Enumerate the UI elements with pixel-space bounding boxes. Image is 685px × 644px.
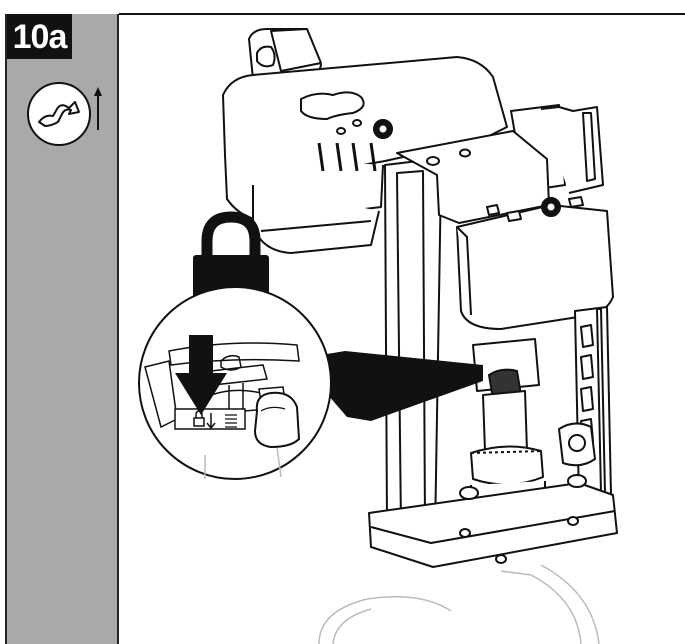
down-arrow-icon (175, 335, 227, 415)
lock-scale-strip (174, 408, 246, 430)
finger-illustration (253, 391, 301, 449)
rotate-direction-icon (27, 82, 102, 146)
unlock-arrow-symbol (206, 413, 216, 430)
step-sidebar: 10a (5, 14, 119, 644)
step-number-badge: 10a (7, 14, 72, 59)
top-rule (119, 13, 685, 15)
actuator-body (222, 28, 618, 568)
magnifier-callout (138, 286, 483, 480)
valve-body-outline (318, 564, 600, 644)
actuator-illustration (138, 28, 618, 644)
